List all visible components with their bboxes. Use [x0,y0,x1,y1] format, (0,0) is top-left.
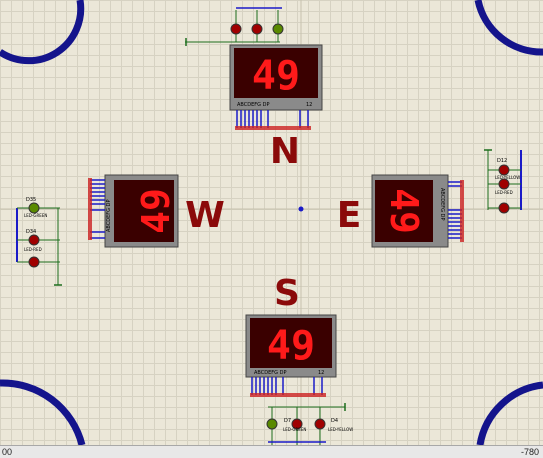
west-led-green-ref: D35 [26,197,36,203]
west-led-red-ref: D34 [26,229,36,235]
direction-label-east: E [337,195,362,236]
direction-label-north: N [270,131,300,172]
north-pin-labels: ABCDEFG DP [237,102,269,108]
west-display-value: 49 [134,188,178,234]
status-left-readout: 00 [2,447,13,457]
east-led-red-label: LED-RED [495,190,513,195]
west-pin-labels: ABCDEFG DP [106,200,112,232]
display-west[interactable]: 49 ABCDEFG DP [88,174,179,248]
west-led-group [16,202,62,286]
east-led-group [484,149,522,214]
west-led-red-label: LED-RED [24,247,42,252]
east-display-value: 49 [382,188,426,234]
south-led-yellow-ref: D4 [331,418,338,424]
corner-arc-top-left [0,0,85,65]
east-led-ref: D12 [497,158,507,164]
display-south[interactable]: 49 ABCDEFG DP 12 [245,314,337,397]
south-display-value: 49 [267,323,315,369]
direction-label-west: W [185,195,225,236]
north-display-value: 49 [252,53,300,99]
east-pin-labels: ABCDEFG DP [439,188,445,220]
north-pin-labels-2: 12 [306,102,312,108]
south-pin-labels: ABCDEFG DP [254,370,286,376]
south-led-group [266,403,346,445]
status-coordinate-readout: -780 [520,447,539,457]
south-led-green-label: LED-GREEN [283,427,306,432]
east-led-yellow-label: LED-YELLOW [495,175,520,180]
display-east[interactable]: 49 ABCDEFG DP [371,174,464,248]
direction-label-south: S [274,273,300,314]
corner-arc-bottom-right [476,381,543,446]
north-led-group [185,7,284,46]
display-north[interactable]: 49 ABCDEFG DP 12 [229,44,323,130]
status-bar: 00 -780 [0,445,543,458]
south-led-green-ref: D7 [284,418,291,424]
south-led-yellow-label: LED-YELLOW [328,427,353,432]
corner-arc-bottom-left [0,379,86,446]
south-pin-labels-2: 12 [318,370,324,376]
west-led-green-label: LED-GREEN [24,213,47,218]
corner-arc-top-right [474,0,543,56]
